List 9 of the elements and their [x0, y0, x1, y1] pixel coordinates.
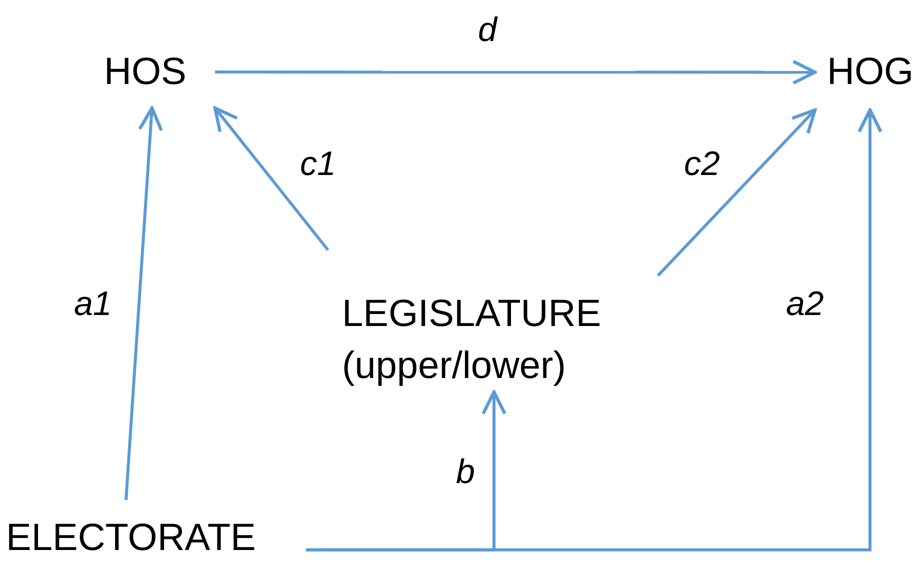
arrow: [656, 108, 817, 277]
node-label: HOG: [827, 50, 915, 95]
arrow: [124, 106, 163, 500]
arrow: [215, 60, 817, 85]
arrow: [306, 108, 882, 552]
node-label: HOS: [104, 50, 188, 95]
node-label: LEGISLATURE (upper/lower): [342, 292, 602, 389]
arrow: [213, 106, 330, 251]
node-label: ELECTORATE: [6, 516, 257, 561]
